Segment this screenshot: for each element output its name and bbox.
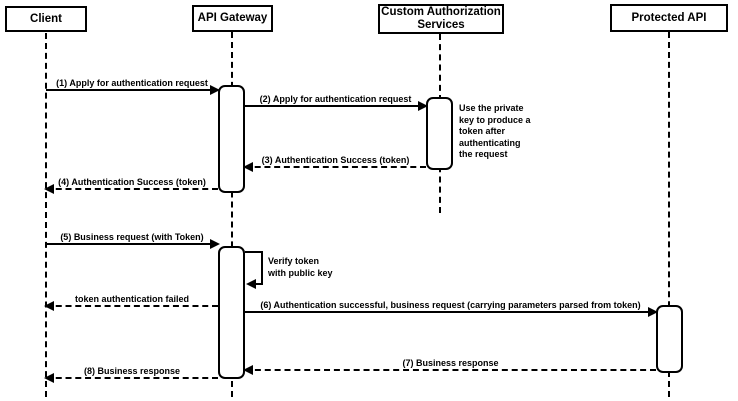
- message-token-auth-failed-label: token authentication failed: [74, 294, 189, 304]
- lifeline-client: [45, 33, 47, 397]
- participant-custom-authorization-services: Custom Authorization Services: [378, 4, 504, 34]
- arrowhead-left-icon: [44, 301, 54, 311]
- message-5-label: (5) Business request (with Token): [60, 232, 204, 242]
- message-6-arrow: (6) Authentication successful, business …: [245, 300, 658, 317]
- message-3-arrow: (3) Authentication Success (token): [243, 155, 426, 172]
- participant-custom-authorization-services-label: Custom Authorization Services: [381, 6, 501, 31]
- participant-protected-api: Protected API: [610, 4, 728, 32]
- message-4-label: (4) Authentication Success (token): [58, 177, 206, 187]
- message-3-label: (3) Authentication Success (token): [261, 155, 410, 165]
- message-4-arrow: (4) Authentication Success (token): [44, 177, 218, 194]
- participant-client: Client: [5, 6, 87, 32]
- arrowhead-left-icon: [243, 365, 253, 375]
- arrowhead-left-icon: [243, 162, 253, 172]
- arrowhead-left-icon: [246, 279, 256, 289]
- note-text: Use the private key to produce a token a…: [459, 103, 531, 159]
- message-8-label: (8) Business response: [83, 366, 181, 376]
- message-1-arrow: (1) Apply for authentication request: [46, 78, 220, 95]
- participant-api-gateway: API Gateway: [192, 5, 273, 32]
- message-8-arrow: (8) Business response: [44, 366, 218, 383]
- activation-api-gateway-business: [218, 246, 245, 379]
- self-message-return-segment: [246, 279, 263, 289]
- arrowhead-left-icon: [44, 184, 54, 194]
- message-7-arrow: (7) Business response: [243, 358, 656, 375]
- activation-custom-authorization-services: [426, 97, 453, 170]
- message-7-label: (7) Business response: [402, 358, 499, 368]
- self-message-label: Verify token with public key: [268, 256, 333, 278]
- message-6-label: (6) Authentication successful, business …: [260, 300, 641, 310]
- arrowhead-right-icon: [418, 101, 428, 111]
- self-message-side-segment: [261, 251, 263, 285]
- lifeline-api-gateway: [231, 32, 233, 397]
- participant-api-gateway-label: API Gateway: [197, 12, 268, 24]
- activation-protected-api: [656, 305, 683, 373]
- message-token-auth-failed-arrow: token authentication failed: [44, 294, 218, 311]
- arrowhead-right-icon: [648, 307, 658, 317]
- lifeline-protected-api: [668, 32, 670, 397]
- message-1-label: (1) Apply for authentication request: [56, 78, 208, 88]
- arrowhead-right-icon: [210, 239, 220, 249]
- self-message-top-segment: [245, 251, 263, 253]
- participant-client-label: Client: [30, 12, 62, 25]
- message-2-arrow: (2) Apply for authentication request: [245, 94, 428, 111]
- message-2-label: (2) Apply for authentication request: [259, 94, 412, 104]
- participant-protected-api-label: Protected API: [631, 11, 707, 24]
- activation-api-gateway-auth: [218, 85, 245, 193]
- arrowhead-left-icon: [44, 373, 54, 383]
- arrowhead-right-icon: [210, 85, 220, 95]
- message-5-arrow: (5) Business request (with Token): [46, 232, 220, 249]
